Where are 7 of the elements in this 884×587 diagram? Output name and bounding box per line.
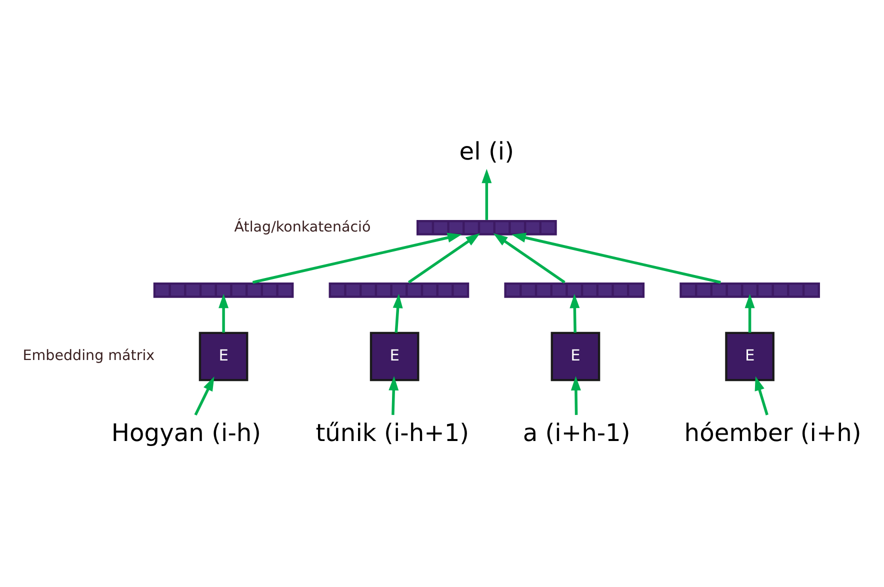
node-text: a (i+h-1) (522, 418, 630, 447)
node-text: hóember (i+h) (684, 418, 862, 447)
node-text: el (i) (459, 136, 514, 165)
node-text: tűnik (i-h+1) (316, 418, 470, 447)
label: Átlag/konkatenáció (234, 218, 371, 235)
label: Embedding mátrix (22, 348, 155, 364)
node-text: Hogyan (i-h) (111, 418, 262, 447)
